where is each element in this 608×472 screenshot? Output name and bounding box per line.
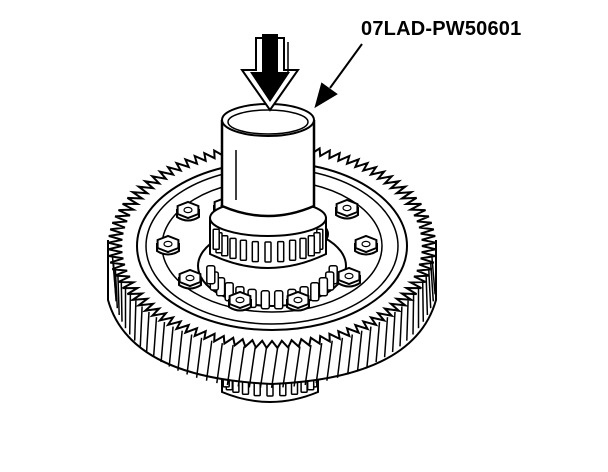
helical-tooth-line <box>177 330 183 371</box>
helical-tooth-line <box>120 281 123 322</box>
carrier-window <box>310 281 320 302</box>
helical-tooth-line <box>282 347 290 388</box>
bolt-head <box>335 198 359 220</box>
helical-tooth-line <box>383 317 389 358</box>
bolt-head <box>156 234 180 256</box>
carrier-window <box>273 290 284 310</box>
helical-tooth-line <box>117 274 120 316</box>
helical-tooth-line <box>430 254 436 295</box>
helical-tooth-line <box>356 330 363 371</box>
tool-part-number-label: 07LAD-PW50601 <box>361 18 522 40</box>
helical-tooth-line <box>406 300 409 341</box>
helical-tooth-line <box>160 322 166 363</box>
helical-tooth-line <box>304 344 312 386</box>
helical-tooth-line <box>145 311 150 353</box>
helical-tooth-line <box>133 300 137 341</box>
helical-tooth-line <box>216 342 224 384</box>
bearing-roller <box>239 239 248 262</box>
bolt-head <box>337 266 361 288</box>
helical-tooth-line <box>293 346 301 387</box>
carrier-window <box>260 290 271 310</box>
helical-tooth-line <box>226 344 234 386</box>
bearing-roller <box>288 239 297 262</box>
helical-tooth-line <box>425 274 429 316</box>
helical-tooth-line <box>195 337 203 378</box>
helical-tooth-line <box>248 347 256 388</box>
leader-line <box>314 43 363 109</box>
helical-tooth-line <box>391 311 396 353</box>
bearing-roller <box>251 240 260 263</box>
helical-tooth-line <box>412 294 415 335</box>
helical-tooth-line <box>270 347 279 389</box>
helical-tooth-line <box>237 346 245 387</box>
helical-tooth-line <box>399 306 403 347</box>
helical-tooth-line <box>168 326 174 367</box>
helical-tooth-line <box>259 347 268 389</box>
gear-mounting-bolts <box>156 196 378 312</box>
carrier-window <box>206 264 216 285</box>
helical-tooth-line <box>346 334 354 375</box>
helical-tooth-line <box>366 326 372 367</box>
helical-tooth-line <box>152 317 158 358</box>
bearing-roller <box>229 237 237 260</box>
bolt-head <box>176 200 200 222</box>
bearing-roller <box>264 241 272 263</box>
bolt-head <box>354 234 378 256</box>
bearing-roller <box>307 234 316 257</box>
bolt-head <box>286 290 310 312</box>
helical-tooth-line <box>186 334 193 375</box>
helical-tooth-line <box>375 322 381 363</box>
helical-tooth-line <box>421 281 425 322</box>
helical-tooth-line <box>315 342 323 384</box>
helical-tooth-line <box>336 337 344 378</box>
bearing-roller <box>212 228 220 251</box>
helical-tooth-line <box>326 340 333 381</box>
carrier-window <box>318 276 329 297</box>
helical-tooth-line <box>128 294 132 335</box>
helical-tooth-line <box>139 306 143 347</box>
helical-tooth-line <box>205 340 213 381</box>
bearing-driver-tool <box>220 103 316 218</box>
bolt-head <box>178 268 202 290</box>
bearing-roller <box>299 237 307 260</box>
bearing-roller <box>276 240 285 263</box>
bolt-head <box>228 290 252 312</box>
press-direction-arrow <box>240 34 300 112</box>
